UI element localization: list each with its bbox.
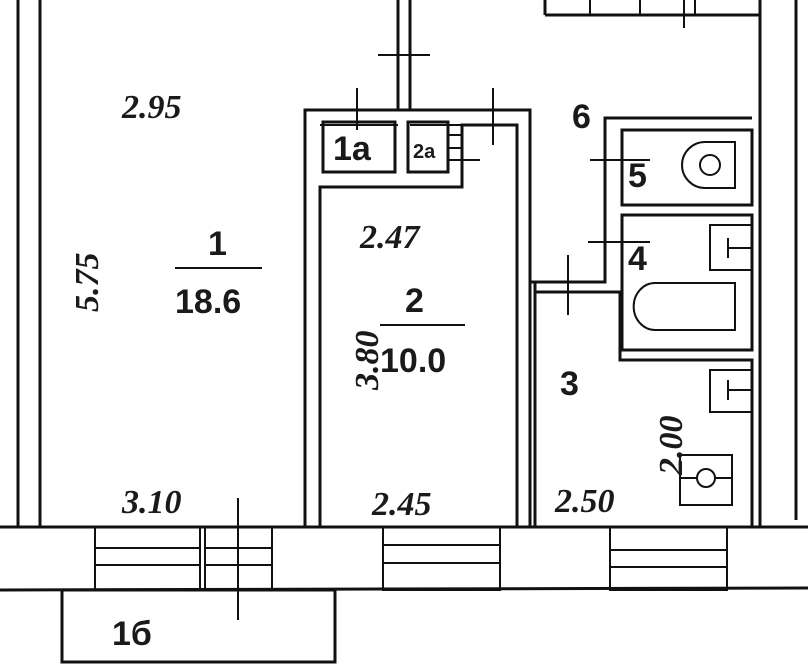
room2-number: 2 (405, 282, 424, 320)
room1a-number: 1a (333, 130, 372, 168)
windows (94, 526, 728, 591)
room1-width-bottom: 3.10 (121, 484, 182, 521)
room2a-number: 2a (413, 141, 436, 163)
toilet-room (620, 128, 754, 207)
bathtub-icon (632, 282, 736, 331)
room1-length: 5.75 (69, 253, 106, 313)
toilet-icon (681, 141, 736, 189)
room2-width-top: 2.47 (359, 219, 422, 256)
stove-icon (679, 454, 733, 506)
room2-length: 3.80 (349, 331, 386, 392)
closet-1a (321, 120, 397, 174)
balcony (60, 588, 337, 664)
balcony-number: 1б (112, 615, 152, 653)
room3-length: 2.00 (653, 416, 690, 477)
room4-number: 4 (628, 240, 647, 278)
room2-width-bottom: 2.45 (371, 486, 432, 523)
room3-width-bottom: 2.50 (554, 483, 615, 520)
bathroom (620, 213, 754, 352)
room3-number: 3 (560, 365, 579, 403)
room1-width-top: 2.95 (121, 89, 182, 126)
room6-number: 6 (572, 98, 591, 136)
room1-area: 18.6 (175, 283, 241, 321)
room2-area: 10.0 (380, 342, 446, 380)
room1-number: 1 (208, 225, 227, 263)
room5-number: 5 (628, 157, 647, 195)
